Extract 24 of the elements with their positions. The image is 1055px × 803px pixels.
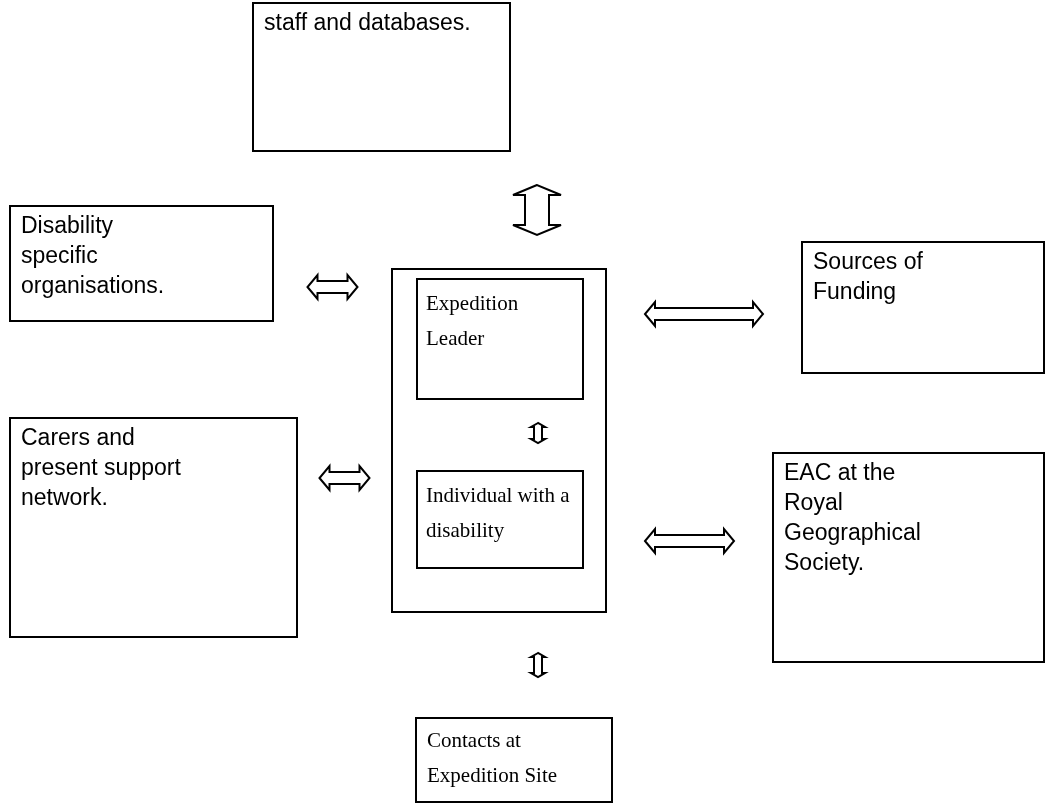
text-box <box>9 417 298 638</box>
double-arrow <box>643 526 736 556</box>
box-label: Carers and present support network. <box>21 423 182 512</box>
double-arrow <box>643 299 765 329</box>
box-label: Disability specific organisations. <box>21 211 166 300</box>
text-box <box>416 278 584 400</box>
double-arrow <box>318 463 371 493</box>
box-label: Expedition Leader <box>426 290 520 352</box>
box-label: staff and databases. <box>264 8 472 37</box>
box-label: EAC at the Royal Geographical Society. <box>784 458 922 577</box>
text-box <box>9 205 274 322</box>
double-arrow <box>306 272 359 302</box>
text-box <box>252 2 511 152</box>
double-arrow <box>527 651 549 679</box>
box-label: Contacts at Expedition Site <box>427 727 559 789</box>
double-arrow <box>512 183 562 237</box>
text-box <box>801 241 1045 374</box>
double-arrow <box>527 421 549 445</box>
container-box <box>391 268 607 613</box>
box-label: Individual with a disability <box>426 482 571 544</box>
box-label: Sources of Funding <box>813 247 924 306</box>
text-box <box>415 717 613 803</box>
text-box <box>416 470 584 569</box>
text-box <box>772 452 1045 663</box>
